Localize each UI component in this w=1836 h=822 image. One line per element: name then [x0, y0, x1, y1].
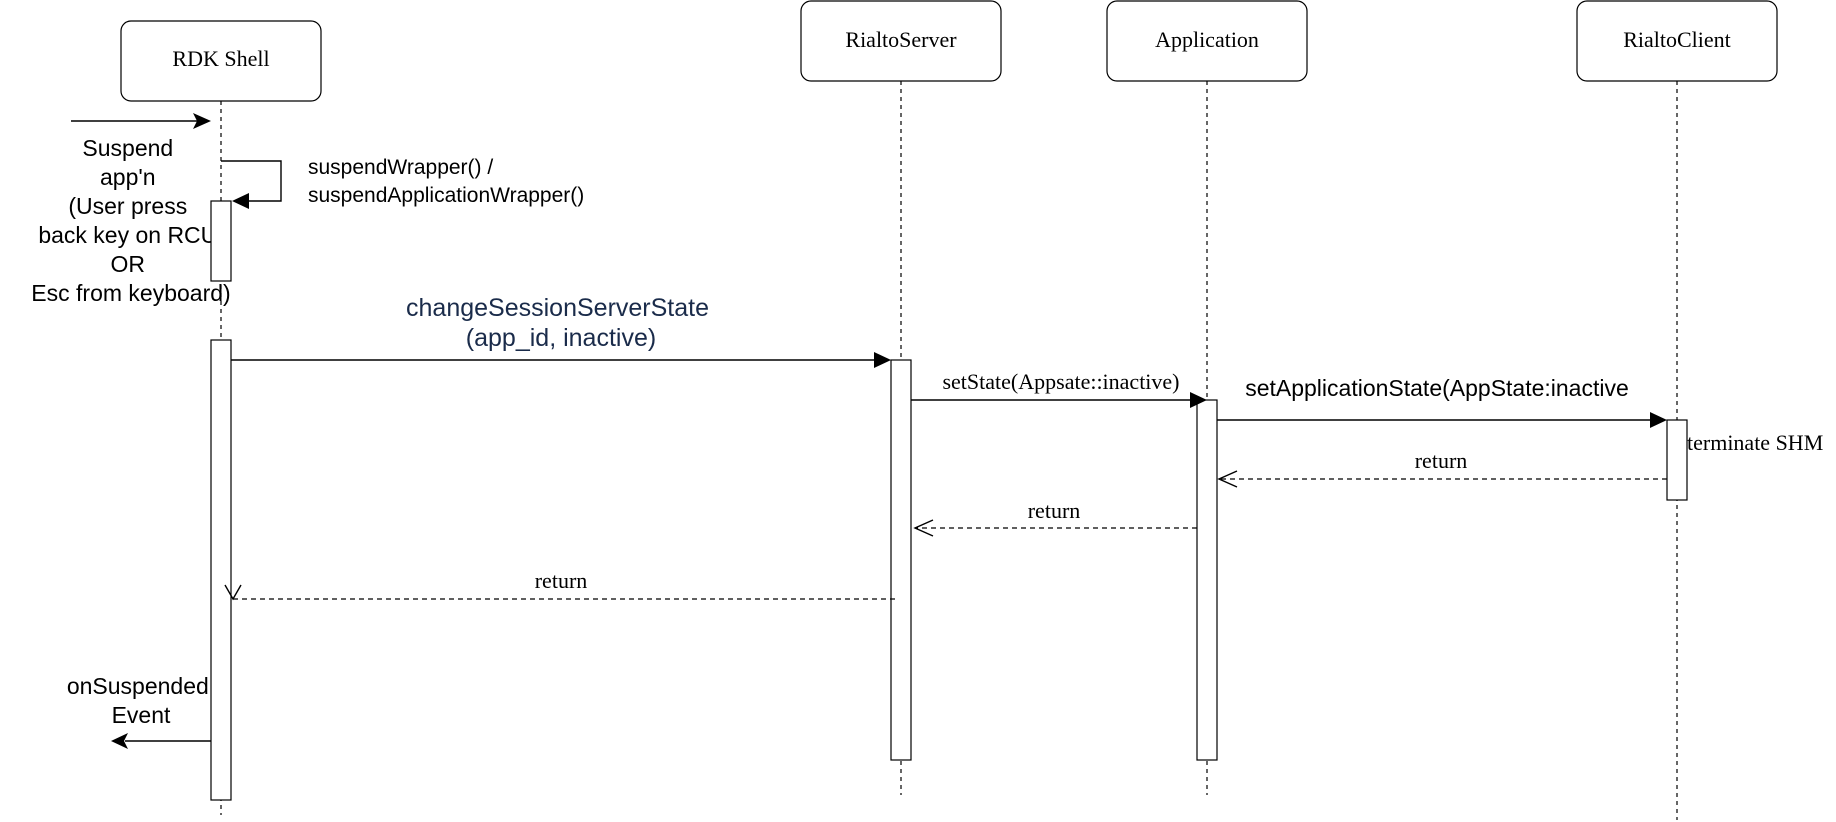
change-state-label: changeSessionServerState (app_id, inacti… [406, 294, 716, 352]
suspend-trigger-note: Suspend app'n (User press back key on RC… [31, 135, 230, 306]
return-client-label: return [1415, 448, 1468, 473]
participant-label: RialtoClient [1623, 27, 1731, 52]
participant-rialto-client: RialtoClient [1576, 0, 1778, 82]
set-app-state-label: setApplicationState(AppState:inactive [1245, 375, 1629, 401]
participant-label: Application [1155, 27, 1259, 52]
change-state-arrow [231, 352, 891, 368]
participant-label: RialtoServer [845, 27, 957, 52]
return-server-label: return [535, 568, 588, 593]
set-state-arrow [911, 392, 1207, 408]
activation-application [1196, 399, 1218, 761]
set-state-label: setState(Appsate::inactive) [942, 369, 1179, 394]
trigger-arrow [71, 113, 211, 129]
return-server-arrow [224, 584, 895, 601]
activation-rialto-server [890, 359, 912, 761]
self-call-wrapper [221, 160, 282, 209]
wrapper-call-label: suspendWrapper() / suspendApplicationWra… [308, 156, 584, 207]
activation-rdk-main [210, 339, 232, 801]
on-suspended-note: onSuspended Event [67, 673, 215, 728]
participant-application: Application [1106, 0, 1308, 82]
on-suspended-arrow [111, 733, 211, 749]
terminate-shm-label: terminate SHM [1687, 430, 1823, 455]
return-app-label: return [1028, 498, 1081, 523]
set-app-state-arrow [1217, 412, 1667, 428]
participant-label: RDK Shell [172, 46, 269, 71]
activation-rialto-client [1666, 419, 1688, 501]
participant-rialto-server: RialtoServer [800, 0, 1002, 82]
return-app-arrow [913, 519, 1197, 537]
return-client-arrow [1217, 470, 1667, 488]
activation-rdk-wrapper [210, 200, 232, 282]
participant-rdk-shell: RDK Shell [120, 20, 322, 102]
